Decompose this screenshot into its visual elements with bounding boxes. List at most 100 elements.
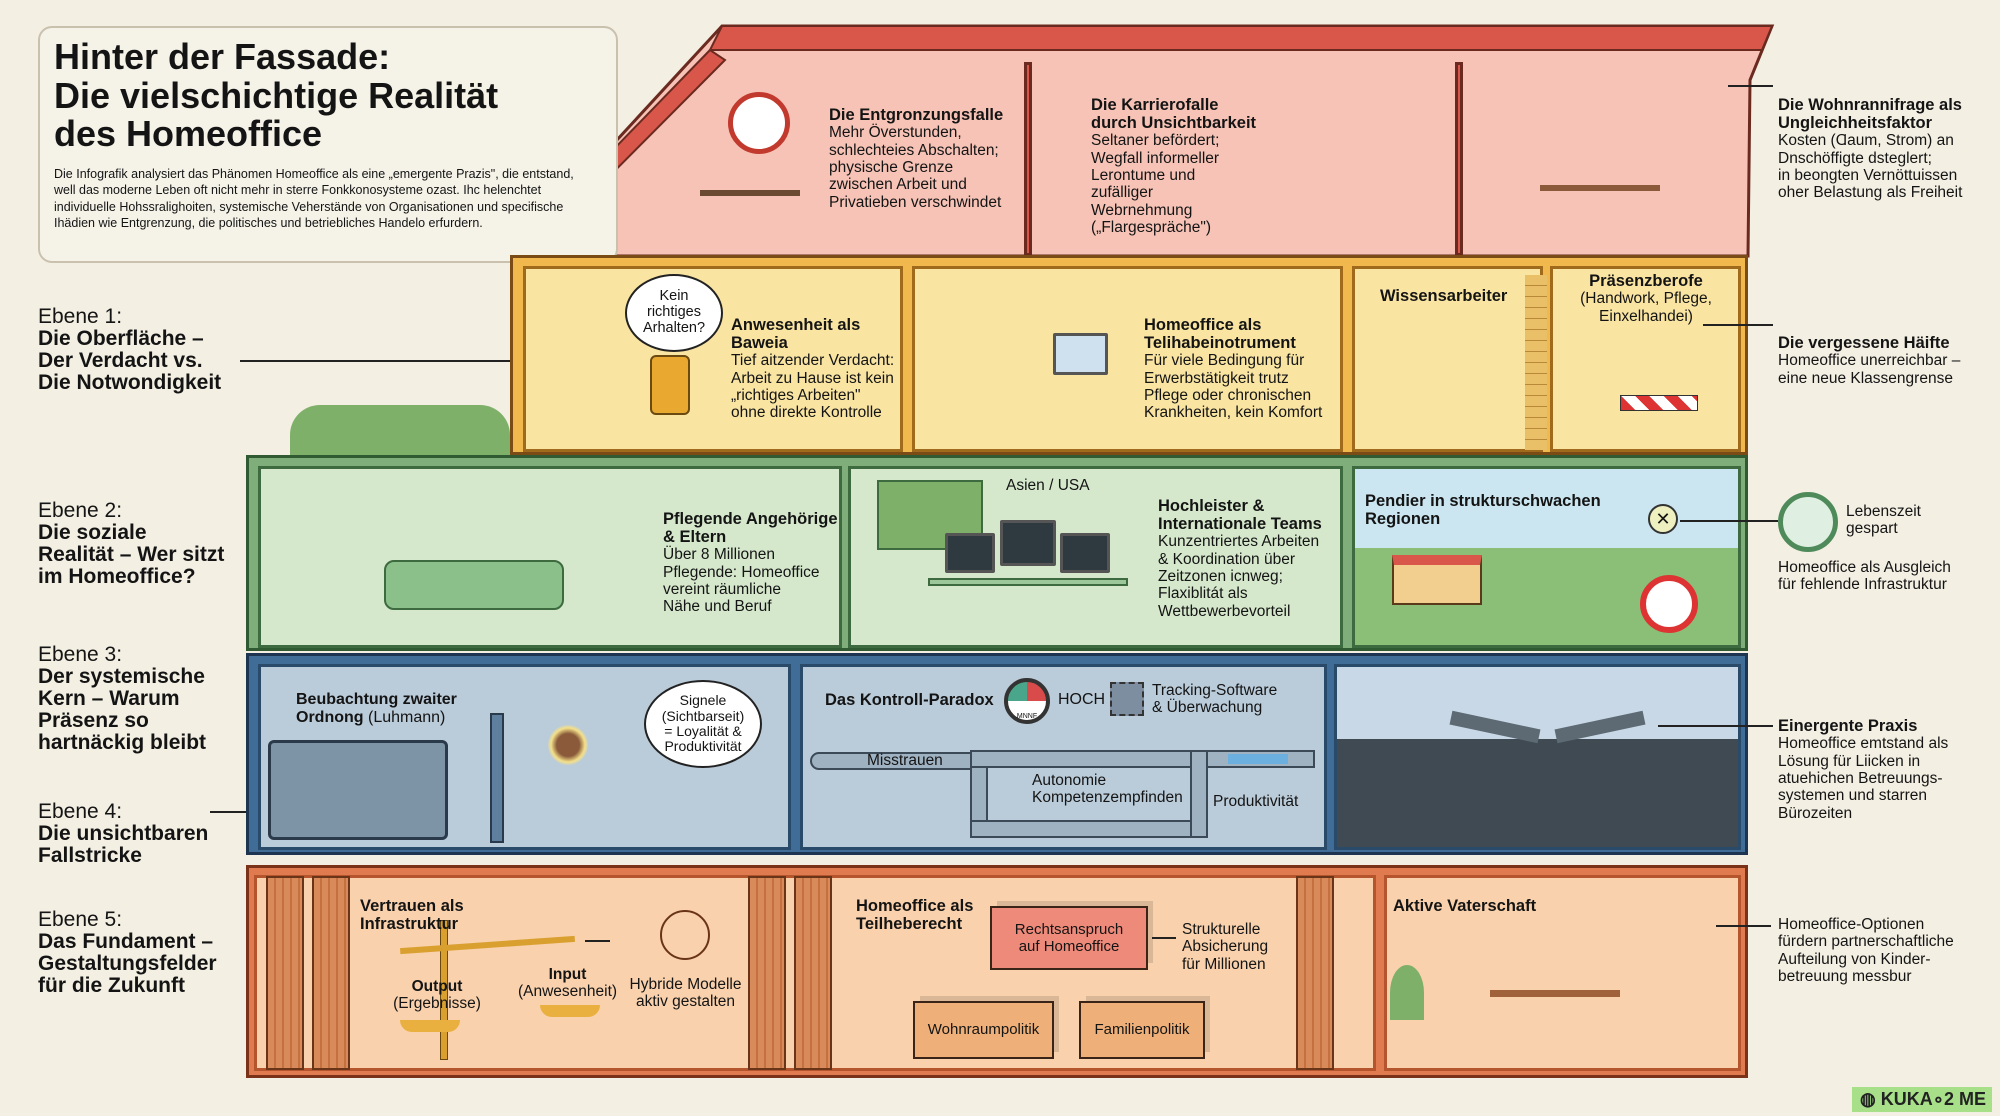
column <box>748 876 786 1070</box>
level-number: Ebene 2: <box>38 499 123 522</box>
title-box: Hinter der Fassade: Die vielschichtige R… <box>38 26 618 263</box>
panel-praesenz <box>1550 266 1741 452</box>
water-leak <box>1228 754 1288 764</box>
wissen-title: Wissensarbeiter <box>1380 287 1508 305</box>
wohnraum-title: Die Wohnrannifrage als Ungleichheitsfakt… <box>1778 96 1962 133</box>
cross-marker-icon: ✕ <box>1648 504 1678 534</box>
gauge-label: MNNF <box>1016 713 1038 720</box>
vater-annotation: Homeoffice-Optionen fürdern partnerschaf… <box>1778 916 1954 986</box>
emergent-body: Homeoffice emtstand als Lösung für Liick… <box>1778 735 1949 822</box>
panel-teilhabe <box>912 266 1343 452</box>
no-car-icon <box>1640 575 1698 633</box>
level-5-label: Ebene 5:Das Fundament – Gestaltungsfelde… <box>38 908 217 998</box>
wissen-text: Wissensarbeiter <box>1380 287 1507 305</box>
level-number: Ebene 1: <box>38 305 123 328</box>
attic-divider <box>1455 62 1463 256</box>
connector-line <box>1703 324 1773 326</box>
barrier-icon <box>1620 395 1698 411</box>
level-title: Der systemische Kern – Warum Präsenz so … <box>38 665 207 755</box>
praesenz-body: (Handwork, Pflege, Einxelhandei) <box>1580 290 1712 325</box>
column <box>794 876 832 1070</box>
level-3-label: Ebene 3:Der systemische Kern – Warum Prä… <box>38 643 207 755</box>
level-1-label: Ebene 1:Die Oberfläche – Der Verdacht vs… <box>38 305 221 394</box>
recht-title: Homeoffice als Teilheberecht <box>856 897 974 934</box>
empty-chair-icon <box>650 355 690 415</box>
lebenszeit-label: Lebenszeit gespart <box>1846 503 1921 538</box>
brain-icon: ◍ <box>1860 1089 1881 1109</box>
praesenz-text: Präsenzberofe(Handwork, Pflege, Einxelha… <box>1560 272 1732 325</box>
teilhabe-title: Homeoffice als Telihabeinotrument <box>1144 316 1296 353</box>
luhmann-subtitle: (Luhmann) <box>363 708 446 726</box>
pflege-body: Über 8 Millionen Pflegende: Homeoffice v… <box>663 546 820 616</box>
level-2-label: Ebene 2:Die soziale Realität – Wer sitzt… <box>38 499 224 588</box>
connector-line <box>240 360 536 362</box>
panel-bridge <box>1334 664 1741 850</box>
monitor-icon <box>945 533 995 573</box>
connector-line <box>1152 937 1176 939</box>
luhmann-title: Beubachtung zwaiter Ordnong <box>296 691 457 726</box>
level-title: Das Fundament – Gestaltungsfelder für di… <box>38 930 217 998</box>
teilhabe-body: Für viele Bedingung für Erwerbstätigkeit… <box>1144 352 1323 422</box>
pendler-text: Pendier in strukturschwachen Regionen <box>1365 492 1601 528</box>
karriere-title: Die Karrierofalle durch Unsichtbarkeit <box>1091 96 1257 133</box>
wohnraum-annotation: Die Wohnrannifrage als Ungleichheitsfakt… <box>1778 96 1962 202</box>
output-sub: (Ergebnisse) <box>393 995 481 1013</box>
autonomie-label: Autonomie Kompetenzempfinden <box>1032 772 1183 807</box>
haelfte-title: Die vergessene Häifte <box>1778 334 1950 352</box>
clock-icon <box>728 92 790 154</box>
column <box>312 876 350 1070</box>
input-label: Input(Anwesenheit) <box>515 966 620 1001</box>
signal-bubble: Signele (Sichtbarseit) = Loyalität & Pro… <box>644 680 762 768</box>
gauge-value: HOCH <box>1058 691 1106 708</box>
plant-icon <box>1390 965 1424 1020</box>
desk-icon <box>928 578 1128 586</box>
arrow-icon <box>585 940 610 942</box>
connector-line <box>1658 725 1773 727</box>
monitor-icon <box>1000 520 1056 566</box>
luhmann-text: Beubachtung zwaiter Ordnong (Luhmann) <box>296 691 457 727</box>
globe-meeting-icon <box>660 910 710 960</box>
person-halo-icon <box>548 725 588 765</box>
hochleister-title: Hochleister & Internationale Teams <box>1158 497 1322 534</box>
tracking-label: Tracking-Software & Überwachung <box>1152 682 1278 717</box>
family-table-icon <box>1490 990 1620 997</box>
scale-pan <box>400 1020 460 1032</box>
hochleister-body: Kunzentriertes Arbeiten & Koordination ü… <box>1158 533 1320 620</box>
panel-wissen <box>1352 266 1543 452</box>
absicherung-label: Strukturelle Absicherung für Millionen <box>1182 921 1269 973</box>
praesenz-title: Präsenzberofe <box>1589 272 1703 290</box>
entgrenzung-title: Die Entgronzungsfalle <box>829 106 1004 124</box>
emergent-title: Einergente Praxis <box>1778 717 1918 735</box>
input-title: Input <box>548 966 587 983</box>
anwesenheit-body: Tief aitzender Verdacht: Arbeit zu Hause… <box>731 352 895 422</box>
connector-line <box>1716 925 1771 927</box>
kitchen-table-icon <box>1540 185 1660 191</box>
input-sub: (Anwesenheit) <box>517 983 618 1001</box>
sofa-icon <box>384 560 564 610</box>
pipe <box>970 820 1200 838</box>
ausgleich-annotation: Homeoffice als Ausgleich für fehlende In… <box>1778 559 1951 594</box>
intro-text: Die Infografik analysiert das Phänomen H… <box>54 167 574 230</box>
map-label: Asien / USA <box>1006 477 1090 494</box>
screen-wall-icon <box>490 713 504 843</box>
haelfte-body: Homeoffice unerreichbar – eine neue Klas… <box>1778 352 1961 387</box>
machine-icon <box>268 740 448 840</box>
level-number: Ebene 5: <box>38 908 123 931</box>
misstrauen-label: Misstrauen <box>867 752 943 769</box>
paradox-title: Das Kontroll-Paradox <box>825 691 994 709</box>
output-title: Output <box>411 978 463 995</box>
hedge-icon <box>290 405 510 455</box>
wohnraum-body: Kosten (Ɑaum, Strom) an Dnschöffigte dst… <box>1778 132 1963 202</box>
column <box>266 876 304 1070</box>
scale-pan <box>540 1005 600 1017</box>
column <box>1296 876 1334 1070</box>
pipe <box>1190 750 1208 838</box>
desk-icon <box>700 190 800 196</box>
house-icon <box>1392 555 1482 605</box>
